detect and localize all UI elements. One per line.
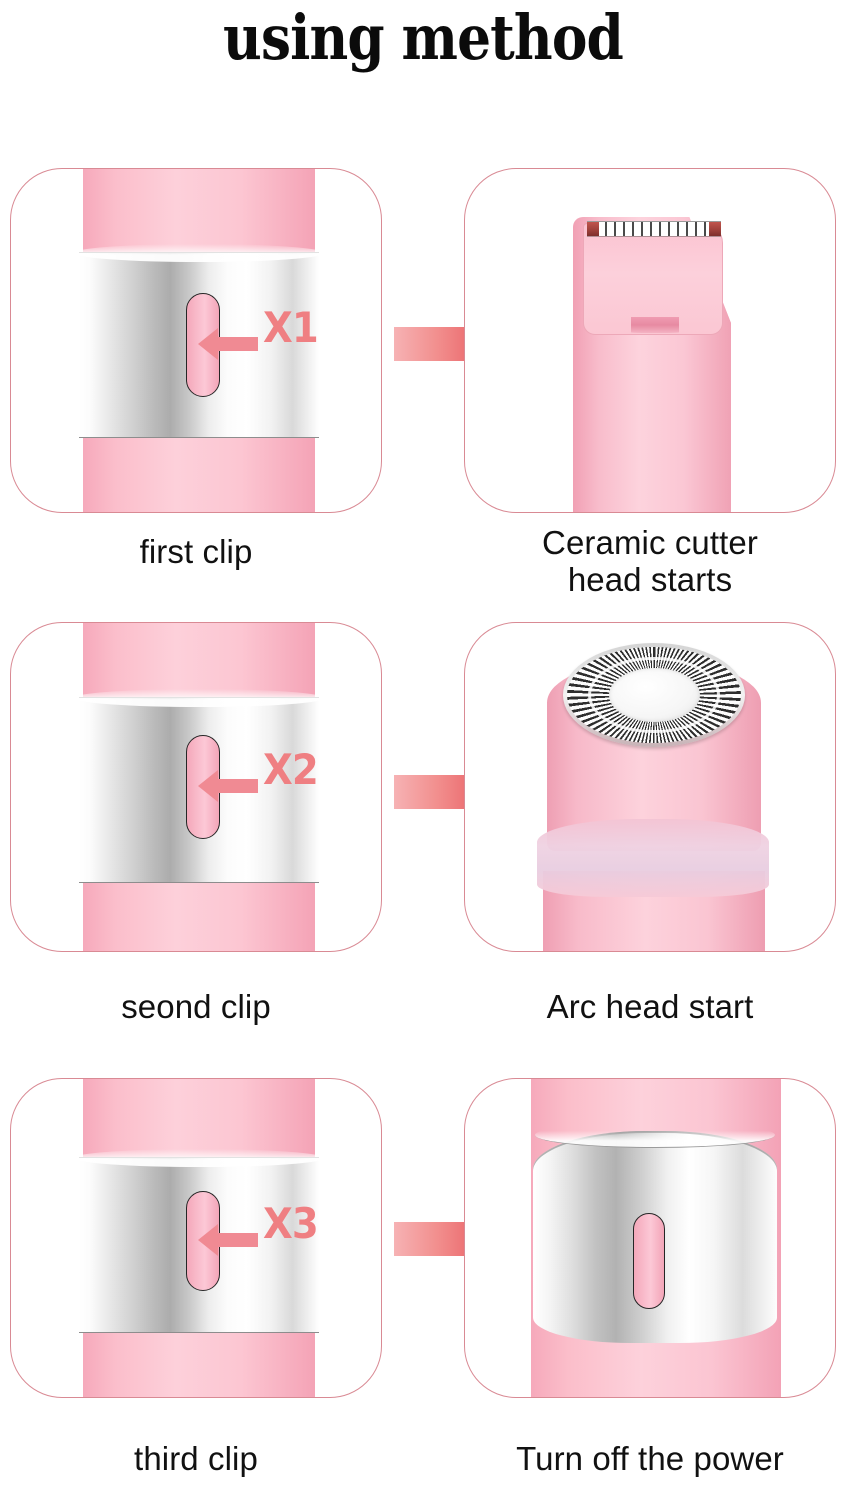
flow-arrow-3 [394, 1205, 506, 1273]
press-count-label: X3 [263, 1199, 319, 1248]
foil-inner-ring [588, 656, 720, 734]
second-clip-panel: X2 [10, 622, 382, 952]
ceramic-foil-comb [587, 221, 721, 237]
page-title: using method [223, 1, 624, 74]
power-off-caption: Turn off the power [516, 1440, 784, 1477]
third-clip-caption: third clip [134, 1440, 258, 1477]
flow-arrow-2 [394, 758, 506, 826]
third-clip-panel: X3 [10, 1078, 382, 1398]
arc-shaver-foil-disc [563, 643, 745, 747]
foil-end-cap-right [709, 222, 721, 236]
translucent-collar [537, 819, 769, 897]
foil-end-cap-left [587, 222, 599, 236]
first-clip-caption: first clip [139, 533, 253, 570]
press-direction-arrow [198, 1224, 258, 1256]
flow-arrow-1 [394, 310, 506, 378]
chrome-band [74, 244, 324, 438]
ceramic-cutter-head-caption: Ceramic cutter head starts [542, 524, 758, 598]
first-clip-panel: X1 [10, 168, 382, 513]
ceramic-cutter-head-panel [464, 168, 836, 513]
second-clip-caption: seond clip [121, 988, 271, 1025]
arc-head-caption: Arc head start [546, 988, 754, 1025]
power-off-panel [464, 1078, 836, 1398]
press-count-label: X1 [263, 303, 319, 352]
press-direction-arrow [198, 770, 258, 802]
arc-head-panel [464, 622, 836, 952]
power-slot [633, 1213, 665, 1309]
press-direction-arrow [198, 328, 258, 360]
press-count-label: X2 [263, 745, 319, 794]
chrome-lip-highlight [535, 1122, 775, 1148]
foil-teeth [587, 222, 721, 236]
cutter-release-tab[interactable] [631, 317, 679, 333]
foil-hub [608, 667, 700, 723]
